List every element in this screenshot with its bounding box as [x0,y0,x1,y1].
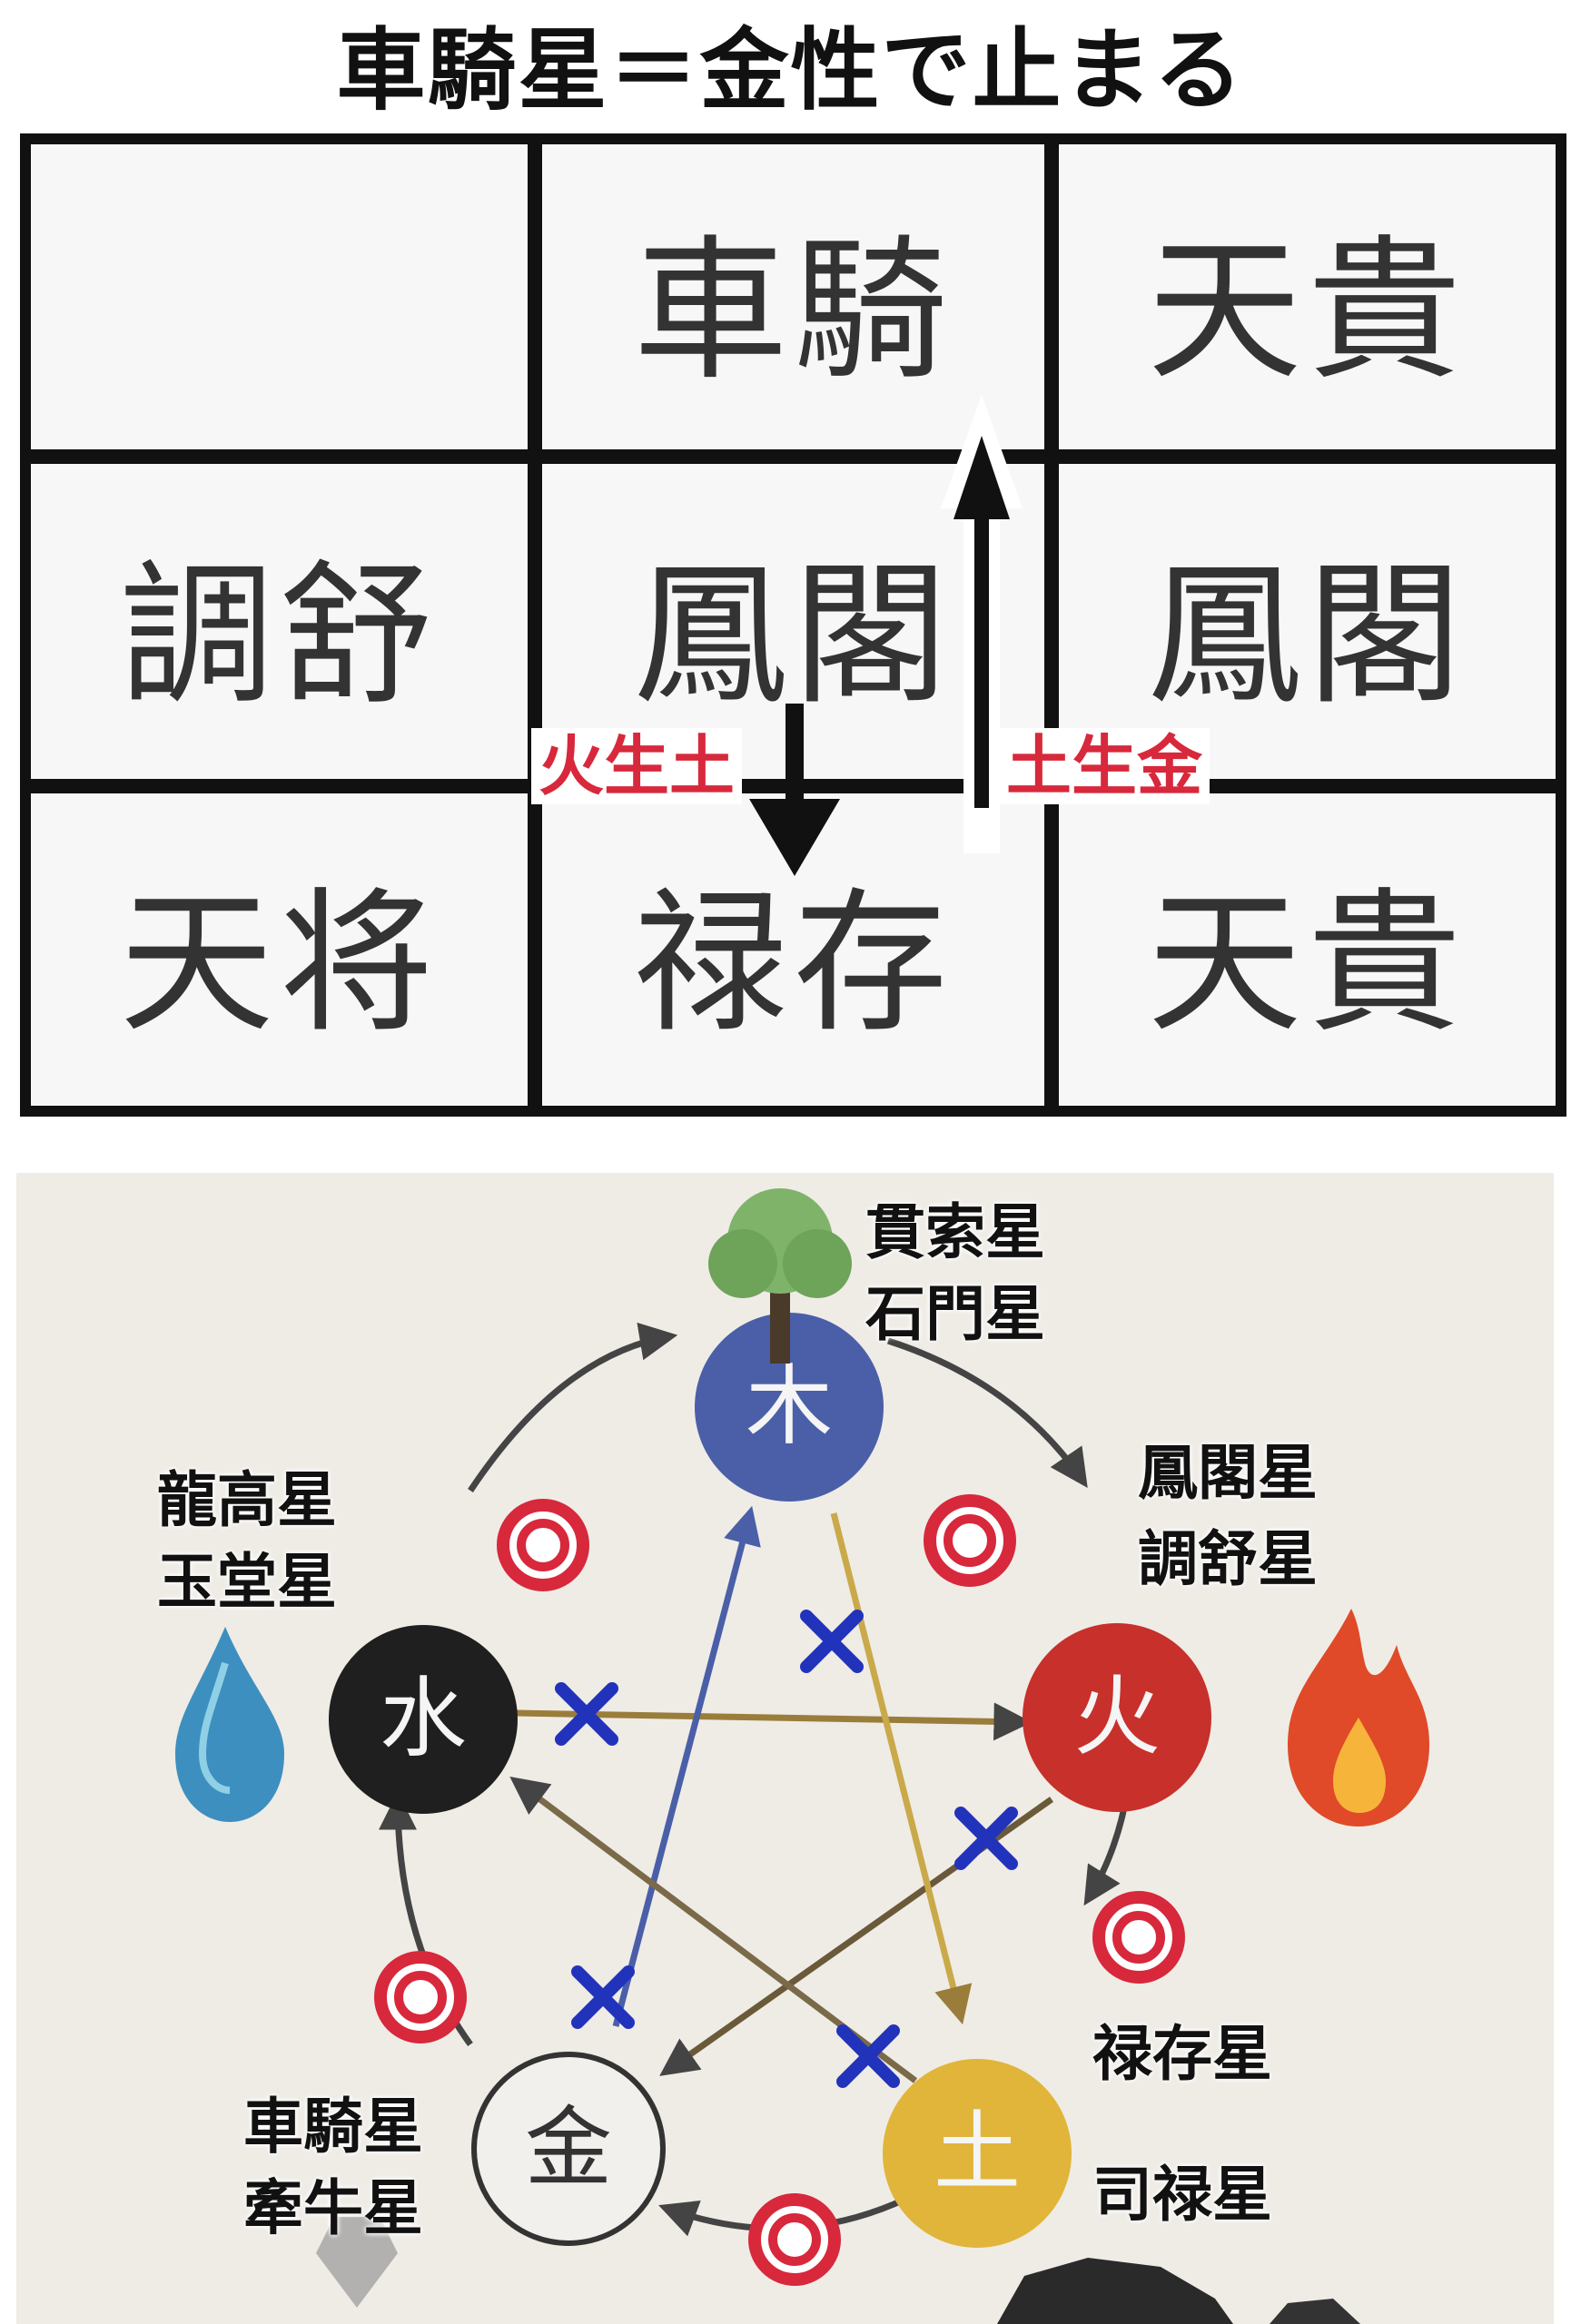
element-metal-glyph: 金 [525,2097,612,2199]
earth-star-label-top: 禄存星 [1092,2019,1272,2089]
grid-cell-middle-right: 鳳閣 [1059,464,1556,779]
grid-cell-top-right: 天貴 [1059,144,1556,449]
controlling-mark [555,1682,618,1746]
arrow-earth-to-metal [941,395,1023,853]
generating-marks [374,1494,1185,2286]
controlling-mark [836,2024,900,2088]
tree-icon [708,1188,852,1364]
arrow-metal-to-wood [612,1505,761,2027]
element-fire: 火 [1023,1623,1211,1812]
five-elements-wheel: 木 火 土 金 水 [16,1173,1554,2324]
element-earth-glyph: 土 [934,2102,1021,2203]
star-grid: 車騎 天貴 調舒 鳳閣 鳳閣 天将 禄存 天貴 [20,133,1566,1117]
earth-star-label-bottom: 司禄星 [1092,2160,1272,2230]
wheel-diagram: 木 火 土 金 水 [175,1188,1429,2324]
grid-cell-bottom-left: 天将 [31,793,528,1106]
water-drop-icon [175,1627,284,1822]
fire-star-label-1: 鳳閣星 [1138,1438,1318,1508]
rock-icon [997,2258,1360,2324]
arrow-wood-to-fire [886,1337,1088,1488]
label-earth-generates-metal: 土生金 [999,728,1210,804]
element-water-glyph: 水 [380,1668,467,1769]
wood-star-label-2: 石門星 [865,1279,1045,1349]
arrow-fire-to-earth [749,704,840,876]
fire-icon [1288,1609,1429,1827]
grid-cell-top-center: 車騎 [542,144,1044,449]
arrow-wood-to-earth [830,1512,973,2025]
element-fire-glyph: 火 [1073,1666,1161,1768]
crystal-icon [316,2217,398,2308]
arrow-water-to-fire [515,1702,1033,1741]
controlling-marks [555,1610,1018,2088]
element-wood: 木 [695,1313,884,1502]
controlling-mark [571,1965,635,2029]
element-metal: 金 [471,2052,666,2246]
element-water: 水 [329,1625,518,1814]
grid-cell-bottom-right: 天貴 [1059,793,1556,1106]
generating-cycle-arrows [379,1322,1137,2237]
fire-star-label-2: 調舒星 [1138,1524,1318,1594]
water-star-label-2: 玉堂星 [157,1547,337,1617]
arrow-water-to-wood [468,1322,678,1492]
controlling-mark [954,1807,1018,1870]
flow-arrows [749,395,1023,876]
grid-cell-bottom-center: 禄存 [542,793,1044,1106]
water-star-label-1: 龍高星 [157,1465,337,1535]
wood-star-label-1: 貫索星 [865,1197,1045,1267]
metal-star-label-1: 車騎星 [243,2092,423,2162]
grid-cell-top-left [31,144,528,449]
grid-cell-middle-left: 調舒 [31,464,528,779]
element-earth: 土 [883,2059,1072,2248]
metal-star-label-2: 牽牛星 [243,2173,423,2243]
page-title: 車騎星＝金性で止まる [336,19,1245,123]
label-fire-generates-earth: 火生土 [531,728,743,804]
controlling-mark [800,1610,864,1673]
element-wood-glyph: 木 [746,1355,833,1457]
